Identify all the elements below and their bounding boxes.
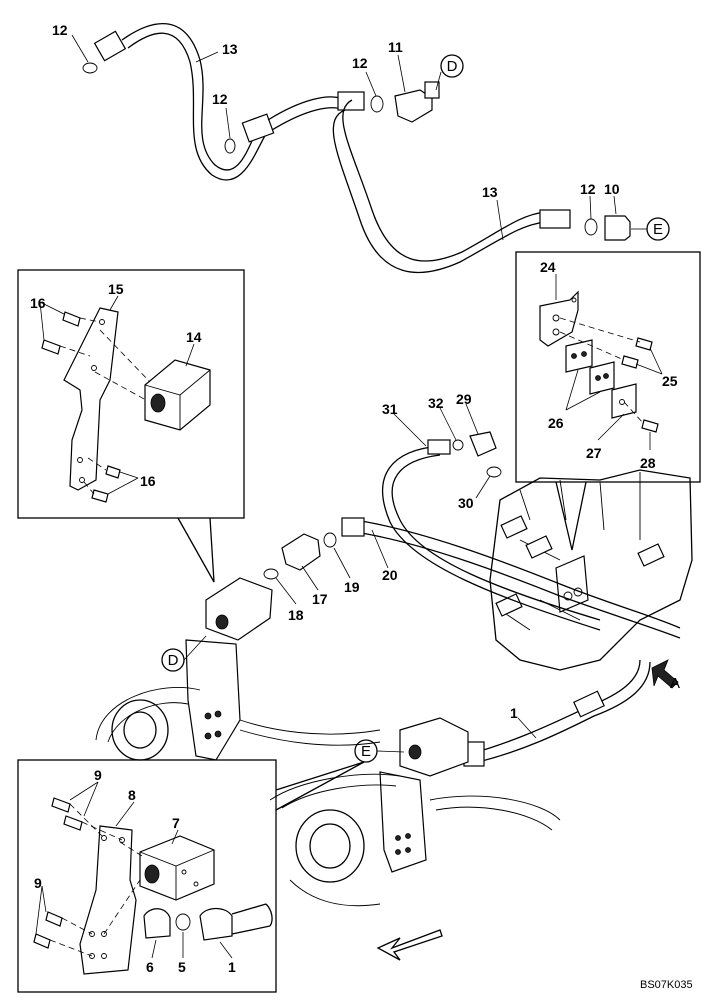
view-label-a: A (670, 675, 680, 692)
ref-circle-d-top (440, 54, 464, 78)
hose-fitting-middle (241, 113, 275, 143)
bracket-15 (63, 307, 119, 491)
fitting-20 (341, 517, 365, 537)
detail-box-bracket-14 (17, 269, 245, 583)
main-assembly-view: D E (95, 403, 693, 907)
clamp-plate-26 (565, 339, 593, 373)
callout-12: 12 (212, 91, 228, 107)
callout-32: 32 (428, 395, 444, 411)
view-arrow (651, 659, 679, 689)
ref-d-main: D (168, 652, 179, 669)
callout-18: 18 (288, 607, 304, 623)
callout-14: 14 (186, 329, 202, 345)
callout-1: 1 (228, 959, 236, 975)
o-ring-30 (486, 466, 502, 478)
block-14-installed (205, 577, 273, 641)
bolt-28 (641, 419, 659, 433)
callout-8: 8 (128, 787, 136, 803)
callout-6: 6 (146, 959, 154, 975)
bolt-9 (33, 933, 51, 949)
detail-box-clamp-24 (515, 251, 701, 551)
callout-9: 9 (34, 875, 42, 891)
detail-box-block-7 (17, 759, 365, 993)
callout-25: 25 (662, 373, 678, 389)
callout-16: 16 (30, 295, 46, 311)
o-ring-12-right (584, 218, 598, 236)
fitting-31 (427, 439, 451, 455)
bolt-25 (621, 355, 639, 369)
connector-10 (604, 215, 631, 241)
block-7-installed (399, 717, 469, 777)
block-14 (144, 359, 211, 431)
elbow-17 (281, 533, 321, 571)
callout-17: 17 (312, 591, 328, 607)
o-ring-12-left (82, 62, 98, 74)
callout-9: 9 (94, 767, 102, 783)
ref-e-main: E (361, 743, 371, 760)
callout-12: 12 (52, 22, 68, 38)
callout-29: 29 (456, 391, 472, 407)
bolt-25 (635, 337, 653, 351)
callout-24: 24 (540, 259, 556, 275)
bolt-16 (62, 311, 81, 327)
ref-e-top: E (653, 221, 663, 238)
o-ring-12-middle (224, 138, 236, 154)
front-direction-arrow (376, 929, 443, 961)
callout-30: 30 (458, 495, 474, 511)
callout-13: 13 (222, 41, 238, 57)
ref-d-top: D (447, 58, 458, 75)
bolt-16 (91, 489, 109, 503)
callout-7: 7 (172, 815, 180, 831)
o-ring-32 (452, 439, 464, 451)
callout-11: 11 (388, 39, 403, 55)
bolt-16 (105, 465, 121, 479)
callout-20: 20 (382, 567, 398, 583)
o-ring-12-upper (370, 95, 384, 113)
bolt-16 (41, 339, 61, 355)
callout-19: 19 (344, 579, 360, 595)
bracket-8-installed (379, 771, 427, 873)
top-hose-assembly: D E (71, 23, 670, 274)
fitting-6 (143, 908, 171, 939)
bracket-8 (79, 825, 137, 975)
callout-13: 13 (482, 184, 498, 200)
block-7 (139, 835, 215, 901)
callout-15: 15 (108, 281, 124, 297)
o-ring-18 (263, 568, 279, 580)
callout-27: 27 (586, 445, 602, 461)
callout-1: 1 (510, 705, 518, 721)
callout-26: 26 (548, 415, 564, 431)
drawing-code: BS07K035 (640, 979, 693, 991)
bolt-9 (51, 797, 71, 813)
callout-12: 12 (352, 55, 368, 71)
o-ring-19 (323, 532, 337, 548)
bolt-9 (45, 911, 63, 927)
callout-28: 28 (640, 455, 656, 471)
elbow-fitting-11 (394, 89, 433, 123)
elbow-29 (469, 431, 497, 457)
callout-16: 16 (140, 473, 156, 489)
bolt-9 (63, 815, 83, 831)
callout-10: 10 (604, 181, 620, 197)
bracket-15-installed (185, 639, 241, 761)
control-valve (489, 469, 693, 671)
hose-fitting-1 (199, 907, 233, 941)
o-ring-5 (175, 913, 191, 931)
clamp-plate-26b (589, 361, 615, 395)
callout-31: 31 (382, 401, 398, 417)
hose-fitting-left (93, 30, 127, 62)
callout-5: 5 (178, 959, 186, 975)
callout-12: 12 (580, 181, 596, 197)
hose-fitting-right (539, 209, 571, 229)
